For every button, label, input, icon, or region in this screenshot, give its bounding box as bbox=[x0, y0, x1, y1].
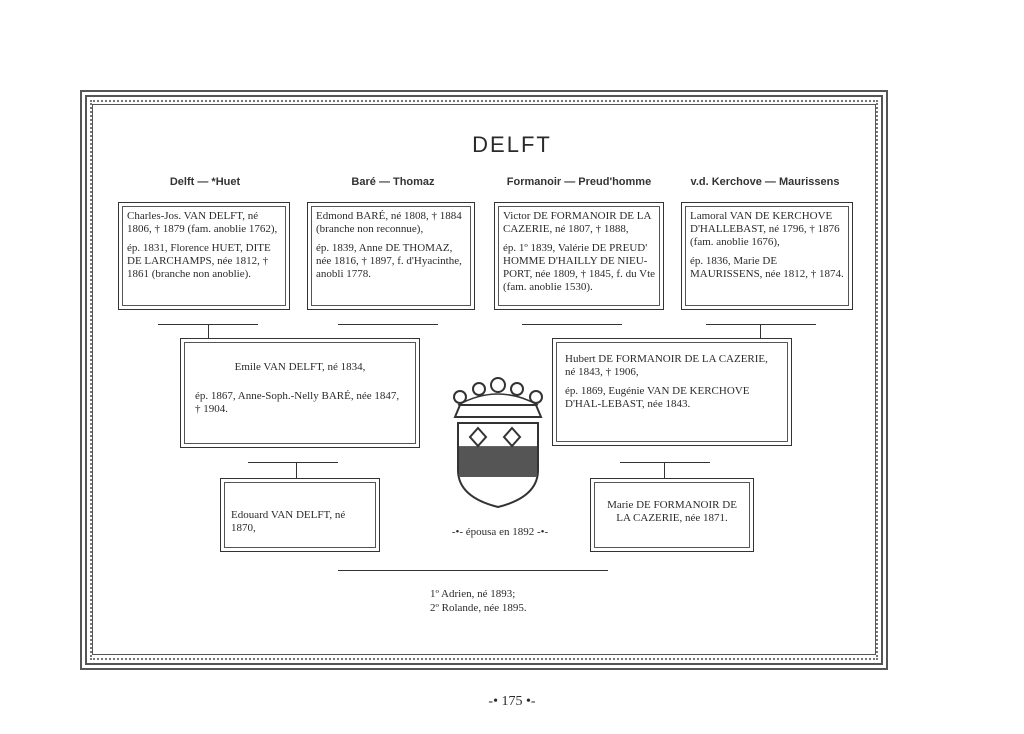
box-text: Edmond BARÉ, né 1808, † 1884 (branche no… bbox=[316, 210, 462, 235]
gen3-box-marie-de-formanoir: Marie DE FORMANOIR DE LA CAZERIE, née 18… bbox=[590, 478, 754, 552]
box-text: Charles-Jos. VAN DELFT, né 1806, † 1879 … bbox=[127, 210, 278, 235]
connector-line bbox=[522, 324, 622, 325]
couple-header-delft-huet: Delft — *Huet bbox=[169, 176, 241, 188]
gen2-box-emile-van-delft: Emile VAN DELFT, né 1834, ép. 1867, Anne… bbox=[180, 338, 420, 448]
connector-line bbox=[706, 324, 816, 325]
box-text: ép. 1831, Florence HUET, DITE DE LARCHAM… bbox=[127, 242, 271, 280]
children-divider bbox=[338, 570, 608, 571]
connector-line bbox=[248, 462, 338, 463]
gen1-box-formanoir-preudhomme: Victor DE FORMANOIR DE LA CAZERIE, né 18… bbox=[494, 202, 664, 310]
page-title: DELFT bbox=[472, 132, 552, 157]
gen3-box-edouard-van-delft: Edouard VAN DELFT, né 1870, bbox=[220, 478, 380, 552]
page-border bbox=[80, 90, 888, 670]
box-text: ép. 1869, Eugénie VAN DE KERCHOVE D'HAL-… bbox=[565, 385, 750, 410]
connector-line bbox=[760, 324, 761, 340]
marriage-label: -•- épousa en 1892 -•- bbox=[451, 526, 549, 538]
connector-line bbox=[620, 462, 710, 463]
gen1-box-kerchove-maurissens: Lamoral VAN DE KERCHOVE D'HALLEBAST, né … bbox=[681, 202, 853, 310]
box-text: ép. 1839, Anne DE THOMAZ, née 1816, † 18… bbox=[316, 242, 462, 280]
connector-line bbox=[208, 324, 209, 340]
gen2-box-hubert-de-formanoir: Hubert DE FORMANOIR DE LA CAZERIE, né 18… bbox=[552, 338, 792, 446]
connector-line bbox=[338, 324, 438, 325]
couple-header-kerchove-maurissens: v.d. Kerchove — Maurissens bbox=[690, 176, 840, 188]
box-text: Marie DE FORMANOIR DE LA CAZERIE, née 18… bbox=[607, 499, 737, 524]
child-entry: 1º Adrien, né 1893; bbox=[430, 588, 516, 600]
coat-of-arms-icon bbox=[453, 377, 543, 509]
box-text: ép. 1º 1839, Valérie DE PREUD' HOMME D'H… bbox=[503, 242, 656, 293]
couple-header-bare-thomaz: Baré — Thomaz bbox=[351, 176, 435, 188]
box-text: Emile VAN DELFT, né 1834, bbox=[234, 361, 366, 373]
couple-header-formanoir-preudhomme: Formanoir — Preud'homme bbox=[506, 176, 652, 188]
box-text: Edouard VAN DELFT, né 1870, bbox=[231, 509, 346, 534]
inner-border bbox=[92, 104, 876, 655]
connector-line bbox=[296, 462, 297, 478]
box-text: Lamoral VAN DE KERCHOVE D'HALLEBAST, né … bbox=[690, 210, 840, 248]
page-number: -• 175 •- bbox=[488, 694, 536, 709]
gen1-box-delft-huet: Charles-Jos. VAN DELFT, né 1806, † 1879 … bbox=[118, 202, 290, 310]
children-list: 1º Adrien, né 1893; 2º Rolande, née 1895… bbox=[430, 587, 527, 615]
box-text: Hubert DE FORMANOIR DE LA CAZERIE, né 18… bbox=[565, 353, 768, 378]
connector-line bbox=[664, 462, 665, 478]
box-text: ép. 1867, Anne-Soph.-Nelly BARÉ, née 184… bbox=[195, 390, 400, 415]
child-entry: 2º Rolande, née 1895. bbox=[430, 602, 527, 614]
box-text: Victor DE FORMANOIR DE LA CAZERIE, né 18… bbox=[503, 210, 651, 235]
box-text: ép. 1836, Marie DE MAURISSENS, née 1812,… bbox=[690, 255, 844, 280]
gen1-box-bare-thomaz: Edmond BARÉ, né 1808, † 1884 (branche no… bbox=[307, 202, 475, 310]
